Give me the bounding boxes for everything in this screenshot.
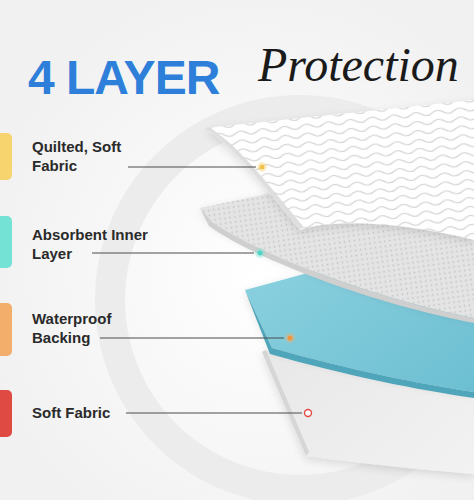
layer-label: Waterproof Backing — [32, 309, 137, 347]
script-heading: Protection — [258, 36, 472, 94]
layer-label: Soft Fabric — [32, 403, 152, 422]
layer-label: Quilted, Soft Fabric — [32, 137, 142, 175]
layer-label: Absorbent Inner Layer — [32, 225, 172, 263]
title: 4 LAYER — [28, 50, 248, 106]
